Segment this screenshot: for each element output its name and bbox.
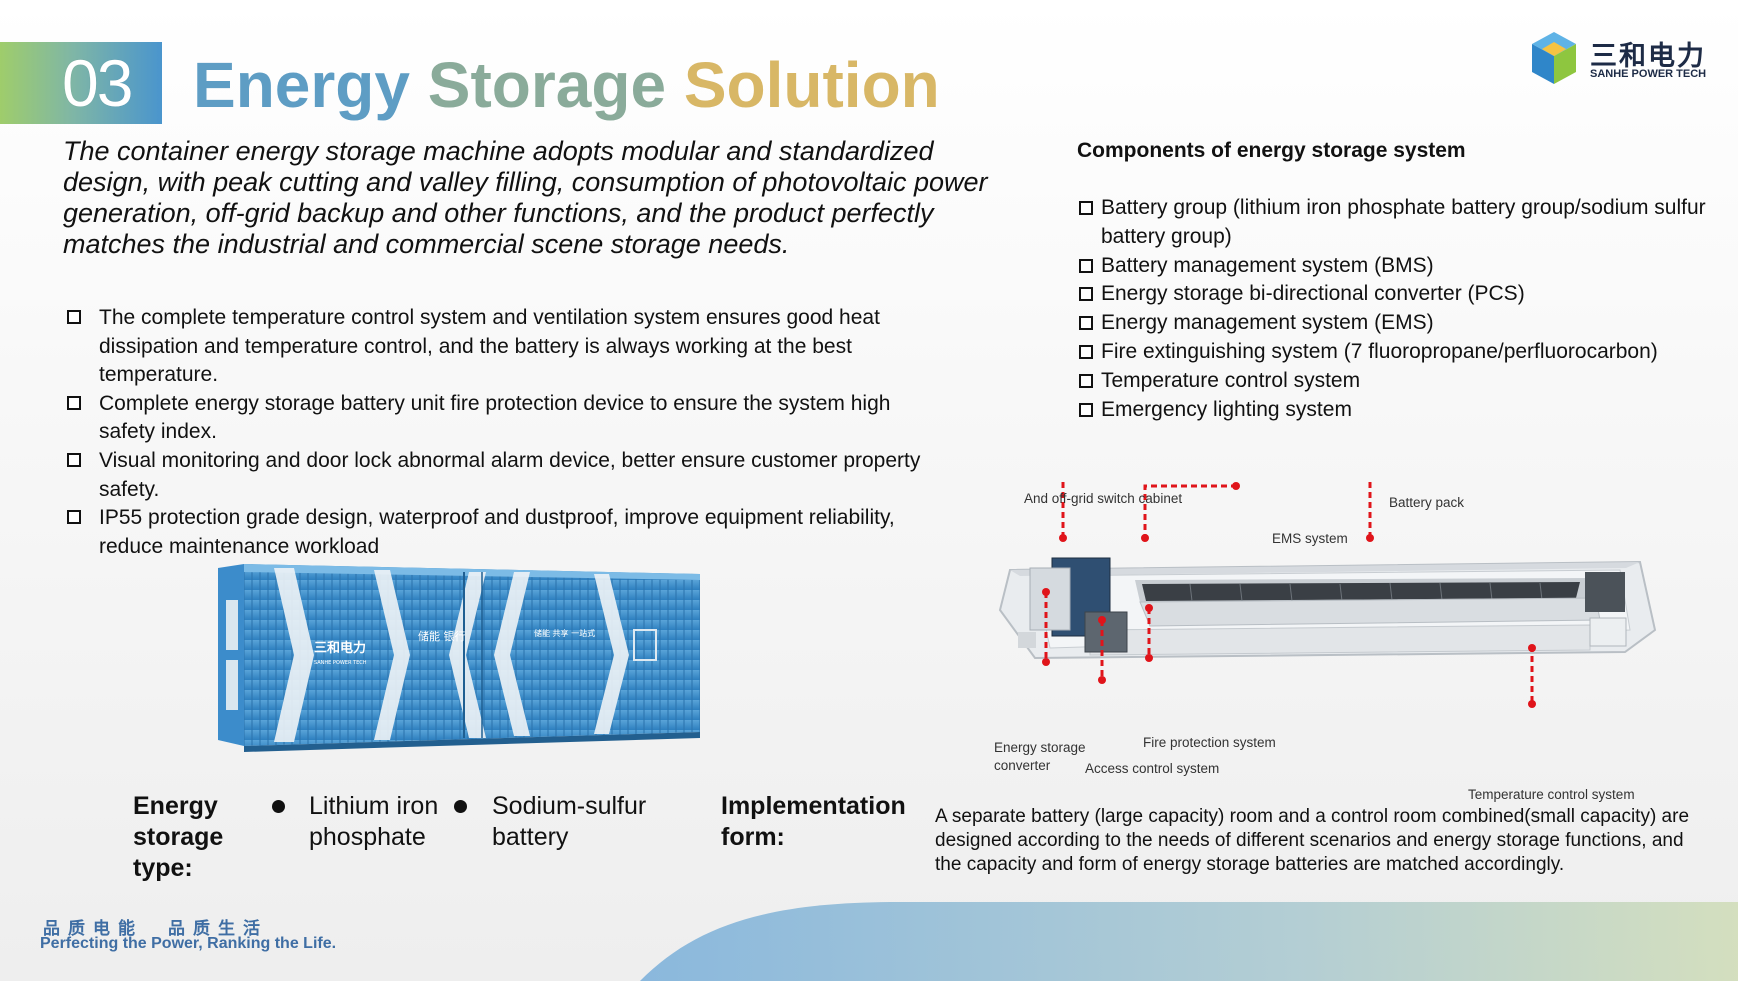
checkbox-bullet-icon — [1079, 258, 1093, 273]
feature-text: Visual monitoring and door lock abnormal… — [99, 448, 921, 501]
checkbox-bullet-icon — [1079, 344, 1093, 359]
list-item: IP55 protection grade design, waterproof… — [67, 504, 947, 561]
label-access-control: Access control system — [1085, 761, 1220, 776]
company-logo: 三和电力 SANHE POWER TECH — [1530, 30, 1715, 90]
label-storage-converter-1: Energy storage — [994, 740, 1086, 755]
label-battery-pack: Battery pack — [1389, 495, 1465, 510]
checkbox-bullet-icon — [67, 510, 81, 525]
component-text: Battery management system (BMS) — [1101, 253, 1434, 277]
container-side-text-1: 储能 银行 — [418, 629, 466, 643]
list-item: The complete temperature control system … — [67, 304, 947, 390]
title-word-energy: Energy — [193, 49, 410, 121]
section-badge — [0, 42, 162, 124]
label-temperature-control: Temperature control system — [1468, 787, 1635, 802]
component-text: Temperature control system — [1101, 368, 1361, 392]
list-item: Energy management system (EMS) — [1079, 309, 1719, 338]
components-title: Components of energy storage system — [1077, 139, 1466, 162]
component-text: Emergency lighting system — [1101, 397, 1352, 421]
storage-type-option: Lithium iron phosphate — [309, 792, 439, 851]
component-text: Energy storage bi-directional converter … — [1101, 282, 1525, 306]
container-illustration: 三和电力 SANHE POWER TECH 储能 银行 储能 共享 一站式 — [218, 564, 700, 752]
bullet-dot-icon — [454, 800, 467, 813]
component-text: Fire extinguishing system (7 fluoropropa… — [1101, 339, 1658, 363]
checkbox-bullet-icon — [67, 310, 81, 324]
checkbox-bullet-icon — [67, 395, 81, 410]
component-text: Battery group (lithium iron phosphate ba… — [1101, 196, 1706, 248]
label-offgrid-cabinet: And off-grid switch cabinet — [1024, 491, 1183, 506]
feature-text: The complete temperature control system … — [99, 306, 880, 387]
intro-paragraph: The container energy storage machine ado… — [63, 136, 988, 259]
implementation-description: A separate battery (large capacity) room… — [935, 806, 1690, 875]
title-word-storage: Storage — [427, 49, 667, 121]
list-item: Energy storage bi-directional converter … — [1079, 280, 1719, 309]
checkbox-bullet-icon — [67, 452, 81, 467]
list-item: Fire extinguishing system (7 fluoropropa… — [1079, 338, 1719, 367]
storage-type-option: Sodium-sulfur battery — [492, 792, 647, 851]
list-item: Visual monitoring and door lock abnormal… — [67, 447, 947, 504]
checkbox-bullet-icon — [1079, 201, 1093, 215]
list-item: Complete energy storage battery unit fir… — [67, 390, 947, 447]
energy-storage-layout-diagram — [998, 480, 1657, 708]
label-fire-protection: Fire protection system — [1143, 735, 1276, 750]
list-item: Battery group (lithium iron phosphate ba… — [1079, 194, 1719, 252]
title-word-solution: Solution — [683, 49, 940, 121]
components-list: Battery group (lithium iron phosphate ba… — [1079, 194, 1719, 424]
list-item: Temperature control system — [1079, 367, 1719, 396]
logo-english-name: SANHE POWER TECH — [1590, 68, 1707, 80]
list-item: Emergency lighting system — [1079, 396, 1719, 425]
bullet-dot-icon — [272, 800, 285, 813]
label-storage-converter-2: converter — [994, 758, 1051, 773]
checkbox-bullet-icon — [1079, 287, 1093, 302]
list-item: Battery management system (BMS) — [1079, 252, 1719, 281]
container-brand-cn: 三和电力 — [314, 640, 366, 656]
footer-slogan-cn: 品质电能 品质生活 — [43, 919, 268, 938]
label-ems-system: EMS system — [1272, 531, 1348, 546]
page-title: Energy Storage Solution — [193, 50, 940, 120]
section-number: 03 — [62, 46, 133, 120]
checkbox-bullet-icon — [1079, 402, 1093, 417]
checkbox-bullet-icon — [1079, 373, 1093, 388]
footer-wave-decoration — [640, 902, 1738, 981]
checkbox-bullet-icon — [1079, 316, 1093, 331]
implementation-label: Implementation form: — [721, 792, 906, 851]
container-brand-en: SANHE POWER TECH — [314, 660, 367, 666]
component-text: Energy management system (EMS) — [1101, 311, 1434, 335]
storage-type-label: Energy storage type: — [133, 792, 224, 882]
footer-slogan-en: Perfecting the Power, Ranking the Life. — [40, 935, 337, 952]
feature-text: IP55 protection grade design, waterproof… — [99, 506, 895, 558]
logo-chinese-name: 三和电力 — [1590, 41, 1706, 71]
feature-text: Complete energy storage battery unit fir… — [99, 391, 891, 444]
cube-logo-icon — [1532, 32, 1576, 84]
container-side-text-2: 储能 共享 一站式 — [534, 628, 595, 638]
feature-list: The complete temperature control system … — [67, 304, 947, 561]
